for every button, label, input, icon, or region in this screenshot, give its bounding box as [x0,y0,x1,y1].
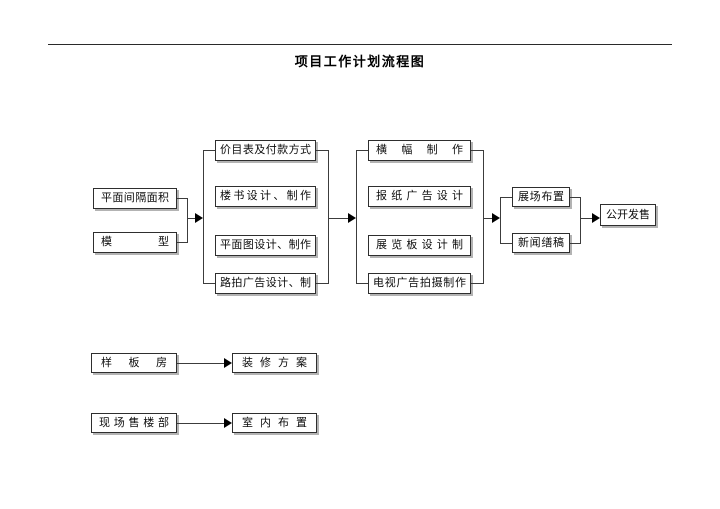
connector-line [203,150,204,284]
flow-box-sales-office: 现场售楼部 [91,413,177,433]
arrowhead-icon [224,418,232,428]
page-title: 项目工作计划流程图 [294,54,426,69]
connector-line [356,283,368,284]
connector-line [328,218,348,219]
connector-line [177,198,188,199]
flow-box-press-release: 新闻缮稿 [512,233,570,253]
connector-line [570,243,580,244]
connector-line [316,150,328,151]
flow-box-sample-room: 样板房 [91,353,177,373]
connector-line [356,150,357,284]
flow-box-newspaper-ad: 报纸广告设计 [368,186,471,207]
connector-line [500,197,512,198]
connector-line [177,242,188,243]
connector-line [187,218,196,219]
connector-line [580,218,592,219]
connector-line [500,243,512,244]
connector-line [500,197,501,244]
connector-line [177,363,224,364]
flow-box-road-ad-design: 路拍广告设计、制 [215,273,316,294]
flow-box-floorplan-design: 平面图设计、制作 [215,235,316,256]
arrowhead-icon [195,213,203,223]
flow-box-brochure-design: 楼书设计、制作 [215,186,316,207]
connector-line [471,283,483,284]
flow-box-exhibition-setup: 展场布置 [512,187,570,207]
header-rule [48,44,672,45]
flow-box-banner-production: 横幅制作 [368,140,471,161]
flow-box-model: 模型 [93,232,177,253]
connector-line [203,150,215,151]
connector-line [316,283,328,284]
arrowhead-icon [592,213,600,223]
arrowhead-icon [492,213,500,223]
flow-box-public-sale: 公开发售 [600,204,656,226]
flow-box-exhibit-board: 展览板设计制 [368,235,471,256]
connector-line [177,423,224,424]
connector-line [187,198,188,243]
flow-box-interior-layout: 室内布置 [232,413,317,433]
arrowhead-icon [348,213,356,223]
arrowhead-icon [224,358,232,368]
connector-line [483,150,484,284]
connector-line [483,218,492,219]
flow-box-decoration-plan: 装修方案 [232,353,317,373]
connector-line [203,283,215,284]
flow-box-tv-ad: 电视广告拍摄制作 [368,273,471,294]
flow-box-price-list: 价目表及付款方式 [215,140,316,161]
connector-line [356,150,368,151]
connector-line [570,197,580,198]
connector-line [471,150,483,151]
connector-line [328,150,329,284]
flow-box-plan-area: 平面间隔面积 [93,188,177,209]
connector-line [580,197,581,244]
